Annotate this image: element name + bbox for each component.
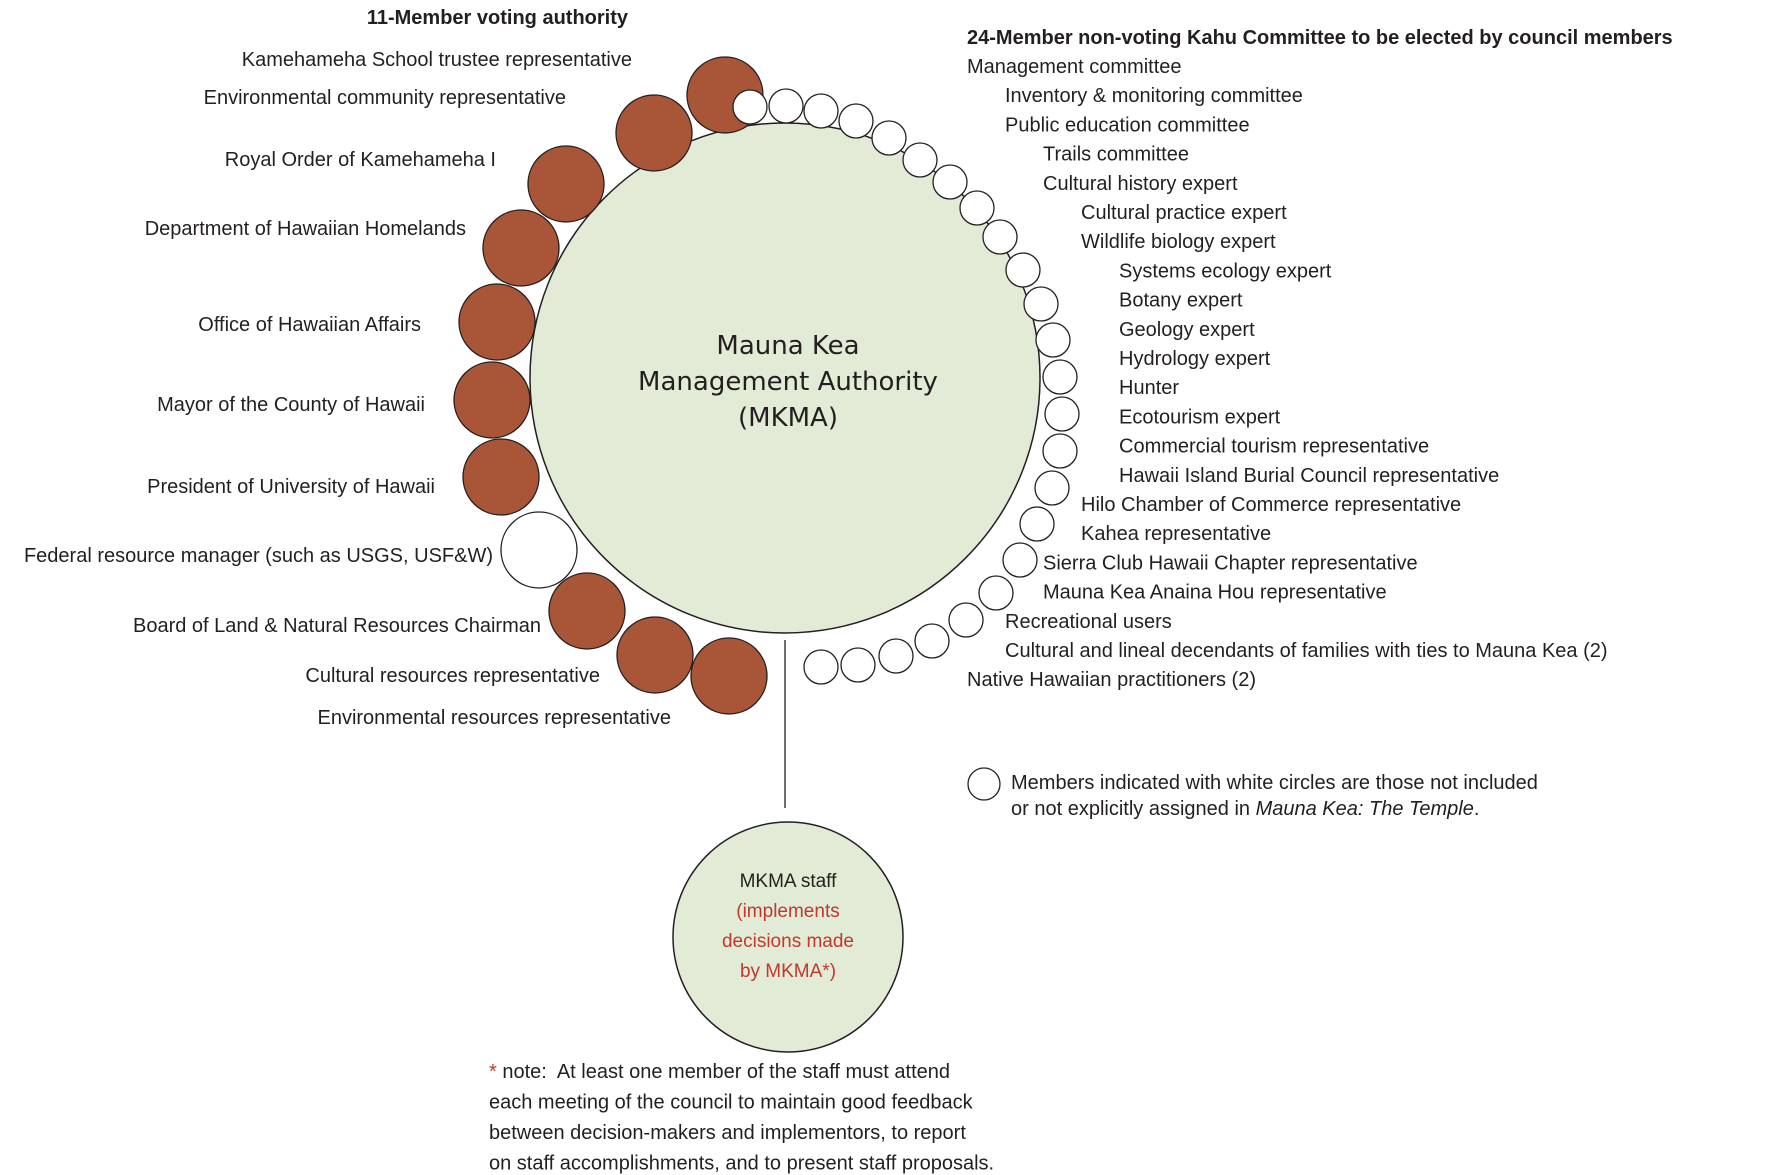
footnote-asterisk: *: [489, 1061, 497, 1083]
voting-members: Kamehameha School trustee representative…: [24, 49, 768, 729]
kahu-member-circle: [1042, 433, 1078, 469]
kahu-member-circle: [1044, 396, 1080, 432]
voting-member-label: Environmental resources representative: [317, 707, 671, 729]
kahu-member-label: Commercial tourism representative: [1119, 436, 1429, 458]
voting-member-label: Board of Land & Natural Resources Chairm…: [133, 615, 541, 637]
voting-authority-title: 11-Member voting authority: [367, 7, 629, 29]
legend-book-title: Mauna Kea: The Temple: [1256, 798, 1474, 820]
kahu-member-circle: [1035, 322, 1071, 358]
kahu-member-label: Sierra Club Hawaii Chapter representativ…: [1043, 552, 1418, 574]
footnote-line: * note: At least one member of the staff…: [489, 1061, 950, 1083]
legend-white-circle-icon: [967, 767, 1001, 801]
voting-member-label: Mayor of the County of Hawaii: [157, 394, 425, 416]
kahu-member-label: Public education committee: [1005, 114, 1250, 136]
legend-text-line-2: or not explicitly assigned in Mauna Kea:…: [1011, 798, 1479, 820]
footnote-text: note: At least one member of the staff m…: [497, 1061, 950, 1083]
kahu-member-label: Geology expert: [1119, 319, 1255, 341]
kahu-committee-title: 24-Member non-voting Kahu Committee to b…: [967, 27, 1673, 49]
voting-member-label: Office of Hawaiian Affairs: [198, 314, 421, 336]
voting-member-circle: [462, 438, 540, 516]
footnote-text: on staff accomplishments, and to present…: [489, 1153, 994, 1175]
kahu-member-circle: [840, 647, 876, 683]
center-title-line-2: Management Authority: [638, 367, 938, 397]
kahu-member-circle: [803, 649, 839, 685]
footnote-line: on staff accomplishments, and to present…: [489, 1153, 994, 1175]
legend-text-line-1: Members indicated with white circles are…: [1011, 772, 1538, 794]
kahu-member-circle: [1005, 252, 1041, 288]
staff-title: MKMA staff: [740, 871, 838, 892]
kahu-member-circle: [982, 219, 1018, 255]
kahu-member-circle: [1034, 470, 1070, 506]
footnote-line: between decision-makers and implementors…: [489, 1122, 966, 1144]
center-title-line-1: Mauna Kea: [716, 331, 859, 361]
legend-text-prefix: or not explicitly assigned in: [1011, 798, 1256, 820]
kahu-member-circle: [1019, 506, 1055, 542]
kahu-member-label: Cultural history expert: [1043, 173, 1238, 195]
kahu-member-circle: [978, 575, 1014, 611]
kahu-member-circle: [803, 93, 839, 129]
voting-member-label: Federal resource manager (such as USGS, …: [24, 545, 493, 567]
kahu-member-label: Cultural practice expert: [1081, 202, 1287, 224]
kahu-member-label: Hilo Chamber of Commerce representative: [1081, 494, 1461, 516]
kahu-member-circle: [838, 103, 874, 139]
voting-member-circle: [548, 572, 626, 650]
kahu-member-label: Ecotourism expert: [1119, 406, 1281, 428]
footnote-text: each meeting of the council to maintain …: [489, 1092, 974, 1114]
voting-member-label: President of University of Hawaii: [147, 476, 435, 498]
kahu-member-circle: [732, 89, 768, 125]
kahu-member-label: Hawaii Island Burial Council representat…: [1119, 465, 1499, 487]
kahu-member-circle: [1023, 286, 1059, 322]
center-title-line-3: (MKMA): [738, 403, 838, 433]
kahu-member-label: Inventory & monitoring committee: [1005, 85, 1303, 107]
mkma-staff-circle: [672, 821, 904, 1053]
kahu-member-label: Botany expert: [1119, 290, 1243, 312]
kahu-member-circle: [871, 120, 907, 156]
voting-member-label: Royal Order of Kamehameha I: [225, 149, 496, 171]
kahu-member-circle: [959, 190, 995, 226]
kahu-member-label: Kahea representative: [1081, 523, 1271, 545]
kahu-member-label: Management committee: [967, 56, 1182, 78]
voting-member-label: Kamehameha School trustee representative: [242, 49, 632, 71]
kahu-member-label: Hunter: [1119, 377, 1179, 399]
footnote-text: between decision-makers and implementors…: [489, 1122, 966, 1144]
voting-member-circle: [616, 616, 694, 694]
footnote: * note: At least one member of the staff…: [489, 1061, 994, 1175]
voting-member-label: Cultural resources representative: [305, 665, 600, 687]
voting-member-circle: [527, 145, 605, 223]
kahu-member-circle: [914, 623, 950, 659]
kahu-member-label: Systems ecology expert: [1119, 260, 1332, 282]
voting-member-label: Environmental community representative: [204, 87, 566, 109]
kahu-member-circle: [932, 164, 968, 200]
kahu-member-circle: [878, 638, 914, 674]
staff-detail-line: (implements: [736, 901, 839, 922]
voting-member-circle: [458, 283, 536, 361]
staff-detail-line: by MKMA*): [740, 961, 836, 982]
kahu-member-label: Wildlife biology expert: [1081, 231, 1276, 253]
voting-member-circle: [500, 511, 578, 589]
staff-detail: (implements decisions made by MKMA*): [722, 901, 854, 982]
kahu-member-circles: [732, 88, 1080, 685]
kahu-member-circle: [768, 88, 804, 124]
kahu-member-label: Native Hawaiian practitioners (2): [967, 669, 1256, 691]
legend-text-suffix: .: [1474, 798, 1480, 820]
kahu-member-label: Recreational users: [1005, 611, 1172, 633]
voting-member-circle: [690, 637, 768, 715]
voting-member-circle: [615, 94, 693, 172]
voting-member-circle: [453, 361, 531, 439]
kahu-member-label: Cultural and lineal decendants of famili…: [1005, 640, 1608, 662]
kahu-member-label: Hydrology expert: [1119, 348, 1271, 370]
kahu-member-circle: [1002, 542, 1038, 578]
kahu-member-label: Trails committee: [1043, 144, 1189, 166]
footnote-line: each meeting of the council to maintain …: [489, 1092, 974, 1114]
kahu-member-circle: [948, 602, 984, 638]
staff-detail-line: decisions made: [722, 931, 854, 952]
kahu-member-label: Mauna Kea Anaina Hou representative: [1043, 582, 1387, 604]
kahu-member-circle: [1042, 359, 1078, 395]
voting-member-label: Department of Hawaiian Homelands: [145, 218, 466, 240]
kahu-member-circle: [902, 142, 938, 178]
voting-member-circle: [482, 209, 560, 287]
